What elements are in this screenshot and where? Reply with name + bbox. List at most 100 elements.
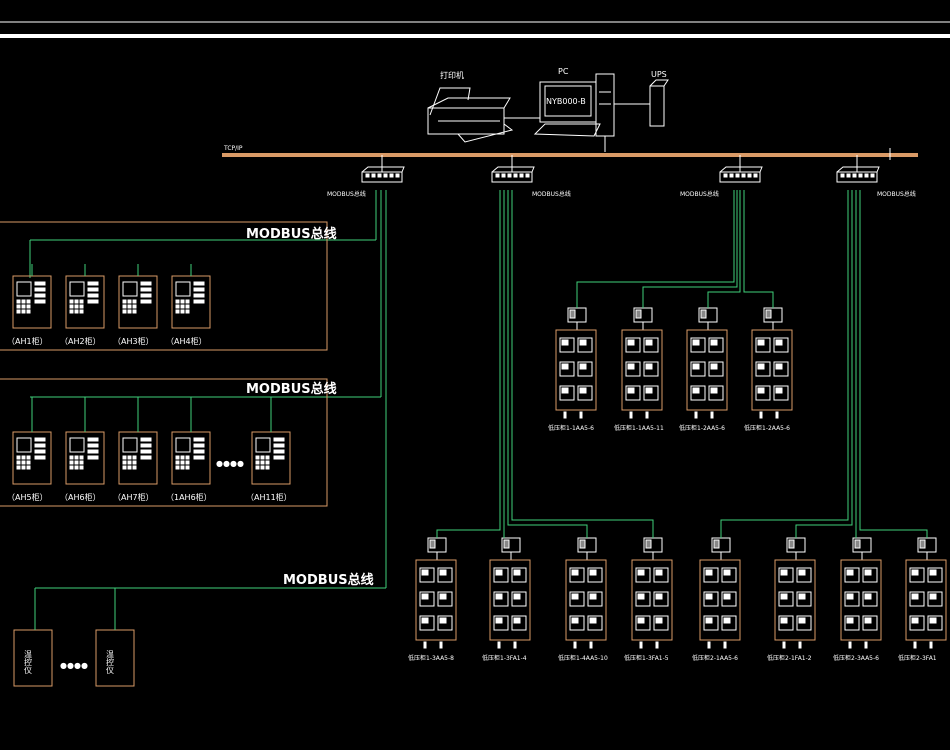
meter-key	[79, 465, 84, 470]
breaker-handle	[705, 617, 713, 624]
meter-key	[175, 460, 180, 465]
meter-key	[26, 309, 31, 314]
breaker-module	[927, 615, 943, 631]
meter-led	[273, 455, 285, 460]
ups-icon	[614, 79, 669, 127]
monitor-text: NYB000-B	[546, 97, 586, 106]
breaker-handle	[798, 617, 806, 624]
terminal	[589, 641, 593, 649]
meter-key	[74, 455, 79, 460]
cabinet-device: 低压柜1-3AA5-8	[408, 537, 457, 662]
breaker-handle	[705, 593, 713, 600]
breaker-module	[653, 615, 669, 631]
meter-led	[34, 443, 46, 448]
breaker-module	[559, 385, 575, 401]
meter-led	[87, 293, 99, 298]
breaker-handle	[627, 339, 635, 346]
breaker-handle	[692, 339, 700, 346]
ups-label: UPS	[651, 70, 667, 79]
breaker-module	[559, 361, 575, 377]
breaker-module	[493, 615, 509, 631]
switch-port	[864, 173, 869, 178]
meter-key	[69, 304, 74, 309]
meter-key	[21, 304, 26, 309]
switch-body	[361, 171, 403, 183]
meter-led	[140, 449, 152, 454]
meter-device: （AH2柜）	[60, 264, 105, 346]
breaker-handle	[561, 363, 569, 370]
terminal	[513, 641, 517, 649]
breaker-handle	[864, 617, 872, 624]
breaker-handle	[655, 569, 663, 576]
meter-key	[185, 299, 190, 304]
cabinet-label: 低压柜1-3FA1-4	[482, 654, 527, 662]
breaker-handle	[692, 387, 700, 394]
switch-top	[491, 166, 535, 173]
breaker-handle	[627, 387, 635, 394]
gateway-port	[429, 539, 436, 549]
meter-key	[127, 304, 132, 309]
breaker-module	[755, 337, 771, 353]
meter-key	[16, 465, 21, 470]
breaker-handle	[571, 617, 579, 624]
meter-led	[140, 455, 152, 460]
bottom-ellipsis: ●●●●	[60, 661, 88, 670]
meter-screen	[69, 437, 85, 453]
meter-led	[273, 449, 285, 454]
gateway-port	[645, 539, 652, 549]
breaker-handle	[561, 387, 569, 394]
terminal	[707, 641, 711, 649]
breaker-handle	[561, 339, 569, 346]
meter-label: （AH1柜）	[7, 336, 48, 346]
breaker-module	[511, 615, 527, 631]
breaker-module	[559, 337, 575, 353]
breaker-handle	[637, 617, 645, 624]
breaker-module	[778, 615, 794, 631]
cabinet-label: 低压柜1-3FA1-5	[624, 654, 669, 662]
cabinet-device: 低压柜1-1AA5-6	[548, 307, 597, 432]
breaker-handle	[775, 363, 783, 370]
meter-screen	[175, 281, 191, 297]
breaker-module	[569, 591, 585, 607]
meter-key	[185, 455, 190, 460]
meter-key	[260, 460, 265, 465]
meter-led	[87, 449, 99, 454]
cabinet-frame	[565, 559, 607, 641]
switch-icon: MODBUS总线	[680, 155, 763, 198]
switch-port	[495, 173, 500, 178]
terminal	[639, 641, 643, 649]
meter-key	[185, 460, 190, 465]
meter-label: （AH5柜）	[7, 492, 48, 502]
gateway-port	[765, 309, 772, 319]
cabinet-label: 低压柜1-4AA5-10	[558, 654, 608, 662]
switch-port	[846, 173, 851, 178]
breaker-handle	[637, 569, 645, 576]
breaker-module	[511, 591, 527, 607]
breaker-handle	[513, 593, 521, 600]
meter-key	[74, 299, 79, 304]
cabinet-label: 低压柜1-2AA5-6	[679, 424, 725, 432]
cabinet-frame	[774, 559, 816, 641]
meter-key	[26, 460, 31, 465]
meter-led	[193, 293, 205, 298]
switch-port	[525, 173, 530, 178]
breaker-module	[909, 567, 925, 583]
cabinet-frame	[686, 329, 728, 411]
meter-key	[21, 309, 26, 314]
switch-port	[735, 173, 740, 178]
cabinet-label: 低压柜1-3AA5-8	[408, 654, 454, 662]
meter-key	[122, 455, 127, 460]
breaker-handle	[513, 569, 521, 576]
breaker-handle	[775, 339, 783, 346]
feeder-upper-1	[576, 190, 735, 308]
meter-led	[273, 437, 285, 442]
meter-led	[34, 455, 46, 460]
meter-key	[255, 455, 260, 460]
breaker-handle	[513, 617, 521, 624]
breaker-handle	[757, 387, 765, 394]
breaker-handle	[911, 617, 919, 624]
meter-key	[260, 455, 265, 460]
meter-key	[74, 460, 79, 465]
meter-key	[69, 309, 74, 314]
meter-screen	[255, 437, 271, 453]
